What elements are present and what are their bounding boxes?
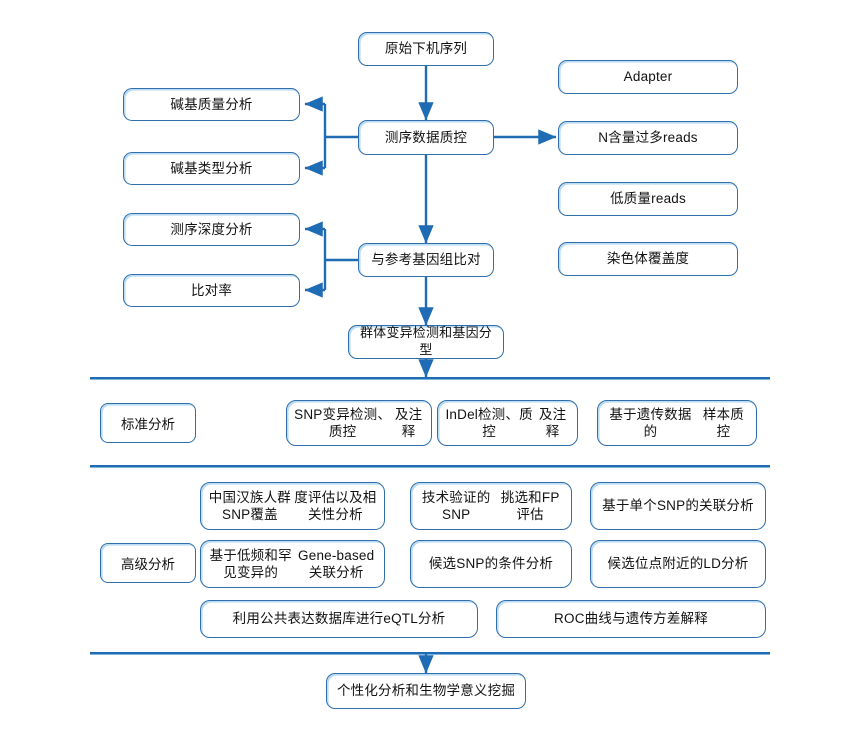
node-line-2: 样本质控: [702, 406, 744, 439]
node-single-snp-association[interactable]: 基于单个SNP的 关联分析: [590, 482, 766, 530]
node-line-2: Gene-based关联分析: [298, 547, 375, 580]
chip-standard-analysis[interactable]: 标准分析: [100, 403, 196, 443]
node-han-chinese-snp-coverage[interactable]: 中国汉族人群SNP覆盖 度评估以及相关性分析: [200, 482, 385, 530]
node-line-2: 及注释: [538, 406, 567, 439]
node-line-1: SNP变异检测、质控: [294, 406, 392, 439]
node-genetic-data-sample-qc[interactable]: 基于遗传数据的 样本质控: [597, 400, 757, 446]
node-line-1: 基于单个SNP的: [602, 498, 700, 514]
node-line-1: 技术验证的SNP: [421, 489, 491, 522]
node-alignment-rate[interactable]: 比对率: [123, 274, 300, 307]
node-personalized-analysis-biological-insight[interactable]: 个性化分析和生物学意义挖掘: [326, 673, 526, 709]
node-line-1: InDel检测、质控: [445, 406, 533, 439]
node-line-2: 度评估以及相关性分析: [294, 489, 377, 522]
node-sequencing-depth-analysis[interactable]: 测序深度分析: [123, 213, 300, 246]
node-filter-low-quality-reads[interactable]: 低质量reads: [558, 182, 738, 216]
node-reference-alignment[interactable]: 与参考基因组比对: [358, 243, 494, 277]
node-line-2: 挑选和FP评估: [500, 489, 560, 522]
node-gene-based-rare-variant-association[interactable]: 基于低频和罕见变异的 Gene-based关联分析: [200, 540, 385, 588]
node-sequencing-qc[interactable]: 测序数据质控: [358, 120, 494, 155]
node-filter-adapter[interactable]: Adapter: [558, 60, 738, 94]
node-line-1: 基于遗传数据的: [609, 406, 692, 439]
node-ld-analysis-near-candidate-loci[interactable]: 候选位点附近的LD分析: [590, 540, 766, 588]
chip-advanced-analysis[interactable]: 高级分析: [100, 543, 196, 583]
node-chromosome-coverage[interactable]: 染色体覆盖度: [558, 242, 738, 276]
node-line-2: 关联分析: [699, 498, 754, 514]
section-divider-standard: [90, 377, 770, 380]
node-roc-genetic-variance-explained[interactable]: ROC曲线与遗传方差解释: [496, 600, 766, 638]
node-raw-sequence[interactable]: 原始下机序列: [358, 32, 494, 66]
node-base-type-analysis[interactable]: 碱基类型分析: [123, 152, 300, 185]
node-indel-calling-qc-annotation[interactable]: InDel检测、质控 及注释: [437, 400, 578, 446]
section-divider-final: [90, 652, 770, 655]
node-public-expression-eqtl-analysis[interactable]: 利用公共表达数据库进行eQTL分析: [200, 600, 478, 638]
node-candidate-snp-conditional-analysis[interactable]: 候选SNP的条件分析: [410, 540, 572, 588]
node-filter-high-n-reads[interactable]: N含量过多reads: [558, 121, 738, 155]
node-base-quality-analysis[interactable]: 碱基质量分析: [123, 88, 300, 121]
node-snp-calling-qc-annotation[interactable]: SNP变异检测、质控 及注释: [286, 400, 432, 446]
node-line-2: 及注释: [394, 406, 423, 439]
node-line-1: 基于低频和罕见变异的: [209, 547, 292, 580]
node-line-1: 中国汉族人群SNP覆盖: [208, 489, 291, 522]
section-divider-advanced: [90, 465, 770, 468]
node-variant-calling-genotyping[interactable]: 群体变异检测和基因分型: [348, 325, 504, 359]
node-technical-validation-snp-fp[interactable]: 技术验证的SNP 挑选和FP评估: [410, 482, 572, 530]
